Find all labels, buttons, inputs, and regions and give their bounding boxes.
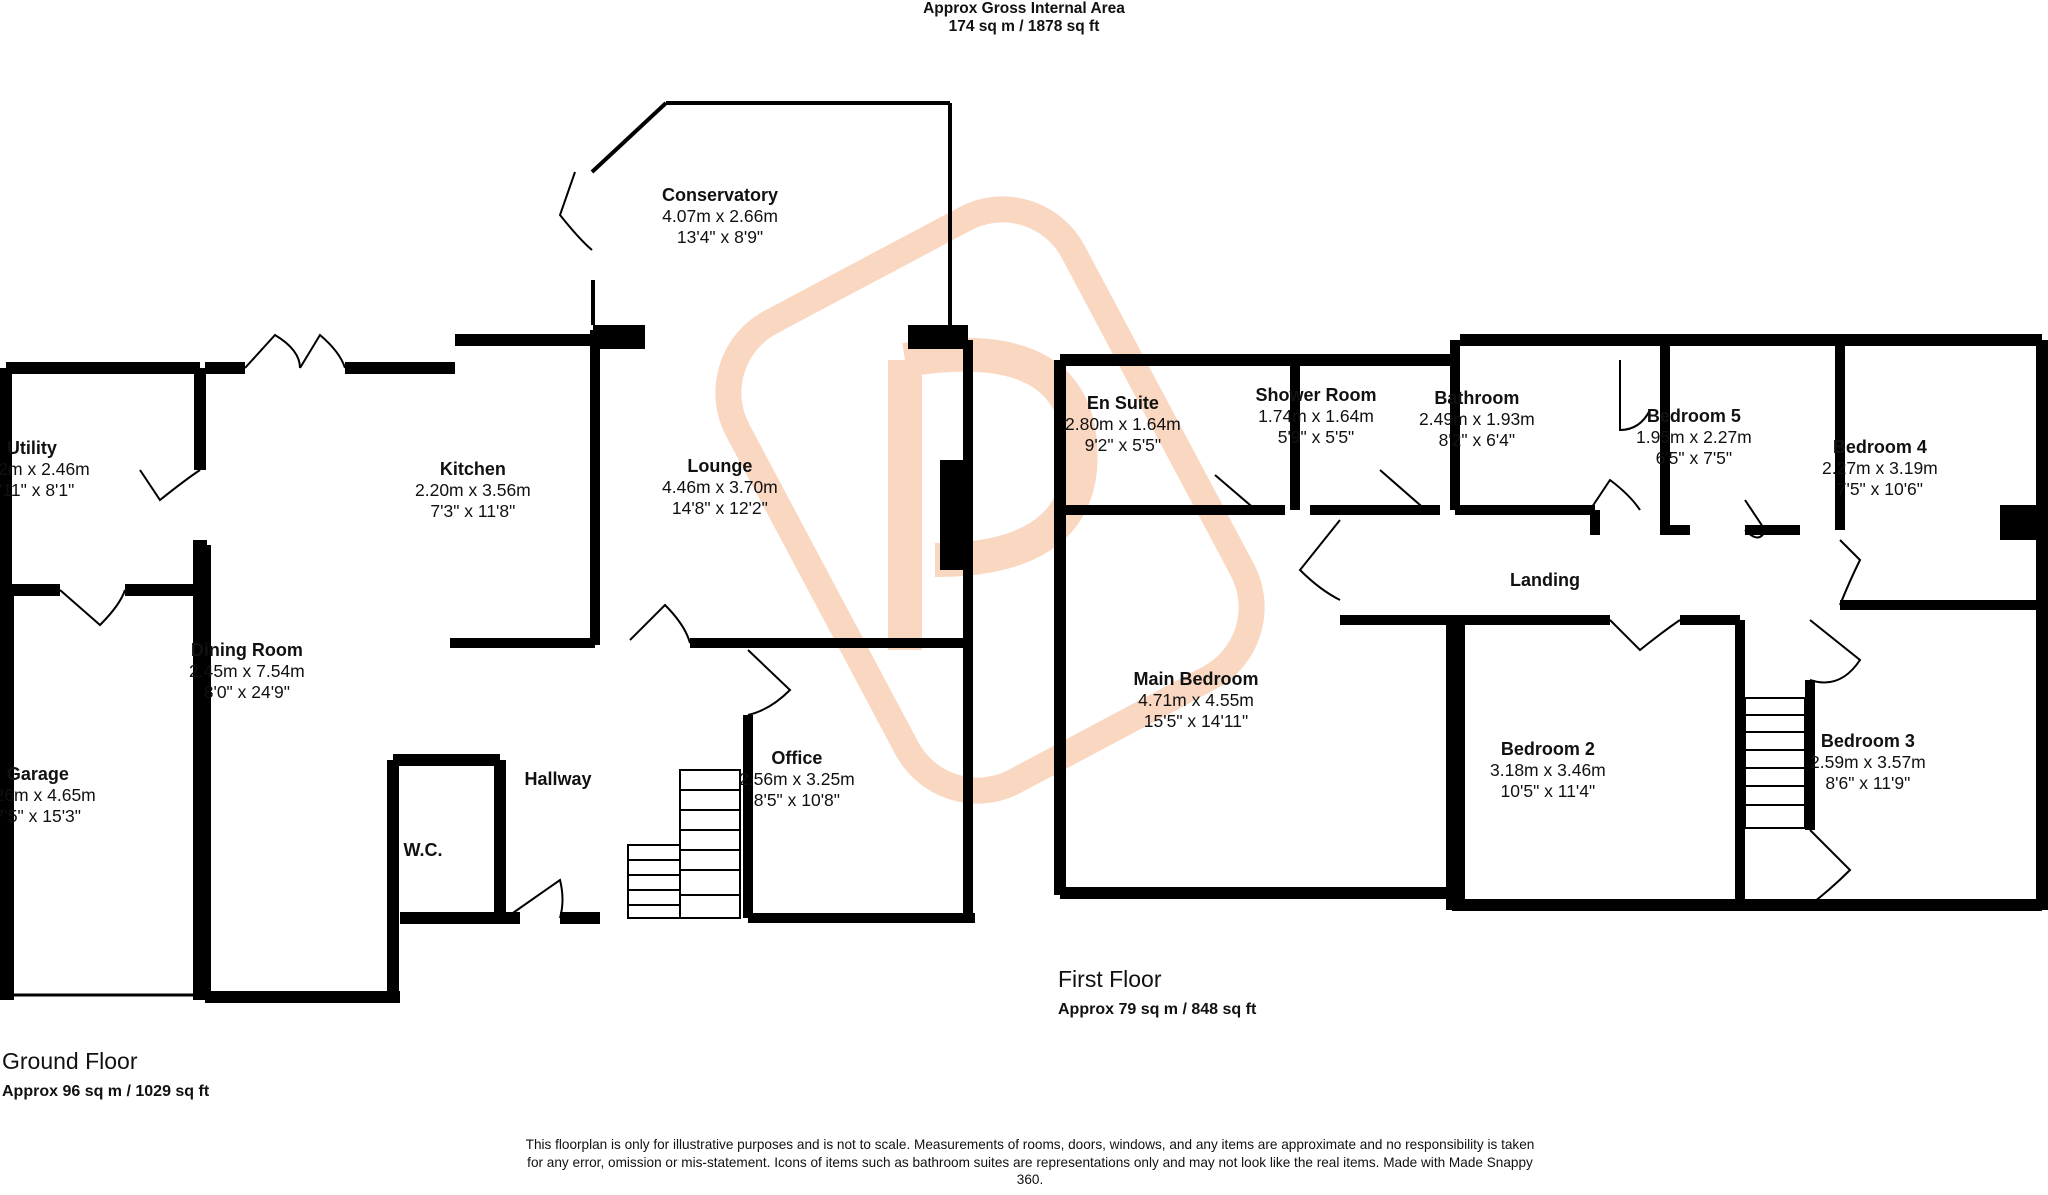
room-name: Lounge	[687, 456, 753, 476]
room-metric: 1.95m x 2.27m	[1636, 427, 1752, 448]
lounge-pier-left	[593, 325, 645, 349]
room-imperial: 8'5" x 10'8"	[753, 789, 840, 810]
room-metric: 4.46m x 3.70m	[662, 477, 778, 498]
ground-doors	[59, 171, 792, 919]
room-name: Bedroom 5	[1646, 406, 1741, 426]
room-name: Landing	[1510, 570, 1580, 590]
first-floor-internal-walls	[1060, 340, 2042, 905]
room-imperial: 7'3" x 11'8"	[430, 500, 516, 521]
room-imperial: 8'0" x 24'9"	[203, 681, 290, 702]
room-main-bedroom: Main Bedroom 4.71m x 4.55m 15'5" x 14'11…	[1134, 669, 1259, 732]
room-name: Conservatory	[662, 185, 779, 205]
room-bedroom5: Bedroom 5 1.95m x 2.27m 6'5" x 7'5"	[1636, 406, 1752, 469]
disclaimer-text: This floorplan is only for illustrative …	[525, 1137, 1535, 1188]
first-floor-area: Approx 79 sq m / 848 sq ft	[1058, 1001, 1257, 1018]
room-imperial: 7'5" x 10'6"	[1836, 478, 1923, 499]
room-metric: 3.18m x 3.46m	[1490, 760, 1606, 781]
ground-stairs	[627, 769, 741, 919]
room-imperial: 13'4" x 8'9"	[676, 226, 764, 247]
room-imperial: 15'5" x 14'11"	[1143, 710, 1249, 731]
room-kitchen: Kitchen 2.20m x 3.56m 7'3" x 11'8"	[415, 459, 531, 522]
room-imperial: 8'6" x 11'9"	[1825, 772, 1911, 793]
room-bathroom: Bathroom 2.49m x 1.93m 8'2" x 6'4"	[1419, 388, 1535, 451]
room-name: Dining Room	[190, 640, 303, 660]
first-floor-doors	[1214, 360, 1862, 906]
room-shower: Shower Room 1.74m x 1.64m 5'9" x 5'5"	[1256, 385, 1377, 448]
utility-walls	[0, 362, 206, 598]
room-imperial: 8'2" x 6'4"	[1438, 429, 1516, 450]
room-bedroom3: Bedroom 3 2.59m x 3.57m 8'6" x 11'9"	[1810, 731, 1926, 794]
room-metric: 2.49m x 1.93m	[1419, 409, 1535, 430]
room-name: Hallway	[524, 769, 592, 789]
room-lounge: Lounge 4.46m x 3.70m 14'8" x 12'2"	[662, 456, 778, 519]
dining-kitchen-walls	[199, 334, 600, 1003]
first-floor-title: First Floor	[1058, 966, 1162, 992]
room-bedroom2: Bedroom 2 3.18m x 3.46m 10'5" x 11'4"	[1490, 739, 1606, 802]
room-name: Kitchen	[439, 459, 506, 479]
room-metric: 2.26m x 4.65m	[0, 785, 96, 806]
room-wc: W.C.	[404, 840, 443, 861]
room-hallway: Hallway	[525, 769, 592, 790]
room-utility: Utility 2.12m x 2.46m 6'11" x 8'1"	[0, 438, 90, 501]
room-name: W.C.	[403, 840, 443, 860]
room-landing: Landing	[1510, 570, 1580, 591]
room-metric: 2.27m x 3.19m	[1822, 458, 1938, 479]
room-name: Bedroom 2	[1500, 739, 1595, 759]
room-metric: 1.74m x 1.64m	[1258, 406, 1374, 427]
watermark-logo	[715, 196, 1265, 804]
room-imperial: 14'8" x 12'2"	[671, 497, 768, 518]
bedroom4-closet	[2000, 505, 2042, 540]
ground-floor-title: Ground Floor	[2, 1048, 138, 1074]
room-metric: 2.20m x 3.56m	[415, 480, 531, 501]
room-name: Bathroom	[1434, 388, 1520, 408]
room-ensuite: En Suite 2.80m x 1.64m 9'2" x 5'5"	[1065, 393, 1181, 456]
room-metric: 2.59m x 3.57m	[1810, 752, 1926, 773]
room-bedroom4: Bedroom 4 2.27m x 3.19m 7'5" x 10'6"	[1822, 437, 1938, 500]
ground-floor-plan	[0, 101, 975, 1003]
room-metric: 4.71m x 4.55m	[1138, 690, 1254, 711]
first-floor-outer-walls	[1054, 334, 2048, 911]
room-name: Utility	[6, 438, 57, 458]
room-name: Office	[771, 748, 823, 768]
kitchen-lounge-walls	[450, 330, 975, 923]
room-metric: 2.80m x 1.64m	[1065, 414, 1181, 435]
room-imperial: 6'11" x 8'1"	[0, 479, 75, 500]
chimney-breast	[940, 460, 970, 570]
room-imperial: 7'5" x 15'3"	[0, 805, 81, 826]
room-garage: Garage 2.26m x 4.65m 7'5" x 15'3"	[0, 764, 96, 827]
room-imperial: 9'2" x 5'5"	[1084, 434, 1162, 455]
first-floor-plan	[1054, 334, 2048, 911]
room-name: En Suite	[1086, 393, 1159, 413]
ground-floor-area: Approx 96 sq m / 1029 sq ft	[2, 1083, 210, 1100]
room-name: Shower Room	[1255, 385, 1377, 405]
room-name: Garage	[6, 764, 69, 784]
room-name: Bedroom 3	[1820, 731, 1915, 751]
room-office: Office 2.56m x 3.25m 8'5" x 10'8"	[739, 748, 855, 811]
room-name: Main Bedroom	[1133, 669, 1259, 689]
header-area: 174 sq m / 1878 sq ft	[948, 18, 1100, 36]
room-metric: 2.56m x 3.25m	[739, 769, 855, 790]
room-metric: 2.45m x 7.54m	[189, 661, 305, 682]
room-imperial: 5'9" x 5'5"	[1277, 426, 1355, 447]
room-dining: Dining Room 2.45m x 7.54m 8'0" x 24'9"	[189, 640, 305, 703]
lounge-pier-right	[908, 325, 968, 349]
room-metric: 2.12m x 2.46m	[0, 459, 90, 480]
header-title: Approx Gross Internal Area	[923, 0, 1125, 17]
room-imperial: 10'5" x 11'4"	[1500, 780, 1596, 801]
room-metric: 4.07m x 2.66m	[662, 206, 778, 227]
room-imperial: 6'5" x 7'5"	[1655, 447, 1733, 468]
room-name: Bedroom 4	[1832, 437, 1927, 457]
first-stairs	[1744, 697, 1806, 829]
conservatory-frame	[590, 101, 952, 330]
room-conservatory: Conservatory 4.07m x 2.66m 13'4" x 8'9"	[662, 185, 778, 248]
